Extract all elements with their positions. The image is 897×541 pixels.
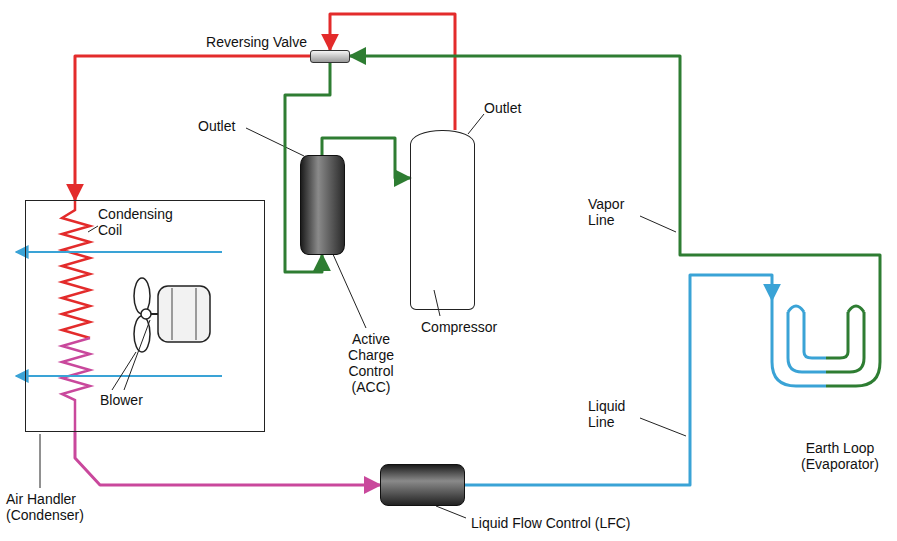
- part-label: Blower: [100, 392, 160, 408]
- acc-cylinder: Active Charge Control (ACC): [300, 155, 345, 255]
- part-label: Condensing Coil: [98, 206, 182, 238]
- leader-line: [640, 418, 686, 436]
- text-holder: Outlet: [484, 100, 534, 116]
- loop-tube: [826, 312, 864, 372]
- leader-line: [436, 506, 466, 518]
- leader-line: [88, 226, 98, 232]
- fan-blade: [134, 316, 150, 352]
- outlet-label: Outlet: [484, 100, 534, 116]
- earth-loop: Earth Loop (Evaporator): [760, 300, 890, 390]
- condensing-coil: [62, 200, 90, 432]
- node-label: Active Charge Control (ACC): [333, 331, 409, 395]
- loop-tube: [788, 312, 826, 372]
- motor-line: [196, 288, 197, 340]
- text-holder: Air Handler (Condenser): [6, 491, 146, 523]
- text-holder: Blower: [100, 392, 160, 408]
- refrigerant-line: [465, 275, 772, 485]
- text-holder: Earth Loop (Evaporator): [786, 440, 894, 472]
- motor-body: [158, 286, 210, 342]
- refrigerant-line: [75, 432, 380, 485]
- leader-line: [640, 216, 676, 232]
- text-holder: Condensing Coil: [98, 206, 182, 238]
- node-label: Earth Loop (Evaporator): [786, 440, 894, 472]
- coil-winding: [62, 338, 90, 432]
- text-holder: Liquid Flow Control (LFC): [471, 515, 711, 531]
- loop-tubes: [760, 300, 890, 390]
- leader-line: [40, 434, 41, 488]
- air-handler-box: Air Handler (Condenser): [25, 200, 265, 432]
- text-holder: Active Charge Control (ACC): [333, 331, 409, 395]
- line-label: Vapor Line: [588, 196, 638, 228]
- blower-symbol: [134, 278, 210, 352]
- line-label: Liquid Line: [588, 398, 638, 430]
- leader-line: [468, 114, 484, 134]
- outlet-label: Outlet: [198, 118, 248, 134]
- node-label: Liquid Flow Control (LFC): [471, 515, 711, 531]
- fan-hub: [141, 309, 151, 319]
- text-holder: Reversing Valve: [111, 34, 307, 50]
- loop-tube: [826, 300, 880, 386]
- text-holder: Compressor: [421, 319, 531, 335]
- refrigerant-line: [330, 14, 455, 130]
- loop-tube: [788, 306, 804, 312]
- loop-tube: [826, 312, 848, 358]
- compressor-cylinder: Compressor: [410, 130, 475, 310]
- text-holder: Liquid Line: [588, 398, 638, 430]
- leader-line: [246, 128, 304, 156]
- leader-lines: [40, 114, 686, 518]
- leader-line: [434, 290, 440, 316]
- loop-tube: [772, 300, 826, 386]
- leader-line: [112, 352, 136, 390]
- text-holder: Outlet: [198, 118, 248, 134]
- airflow-arrow: [16, 251, 222, 253]
- refrigerant-line: [75, 56, 310, 200]
- node-label: Compressor: [421, 319, 531, 335]
- loop-tube: [804, 312, 826, 358]
- airflow-arrow: [16, 375, 222, 377]
- node-label: Air Handler (Condenser): [6, 491, 146, 523]
- leader-line: [124, 320, 150, 390]
- reversing-valve: Reversing Valve: [310, 50, 350, 63]
- node-label: Reversing Valve: [111, 34, 307, 50]
- coil-winding: [62, 200, 90, 338]
- refrigerant-line: [350, 56, 880, 300]
- loop-tube: [848, 306, 864, 312]
- text-holder: Vapor Line: [588, 196, 638, 228]
- motor-line: [172, 288, 173, 340]
- leader-line: [332, 252, 366, 328]
- flow-control-cylinder: Liquid Flow Control (LFC): [380, 464, 465, 506]
